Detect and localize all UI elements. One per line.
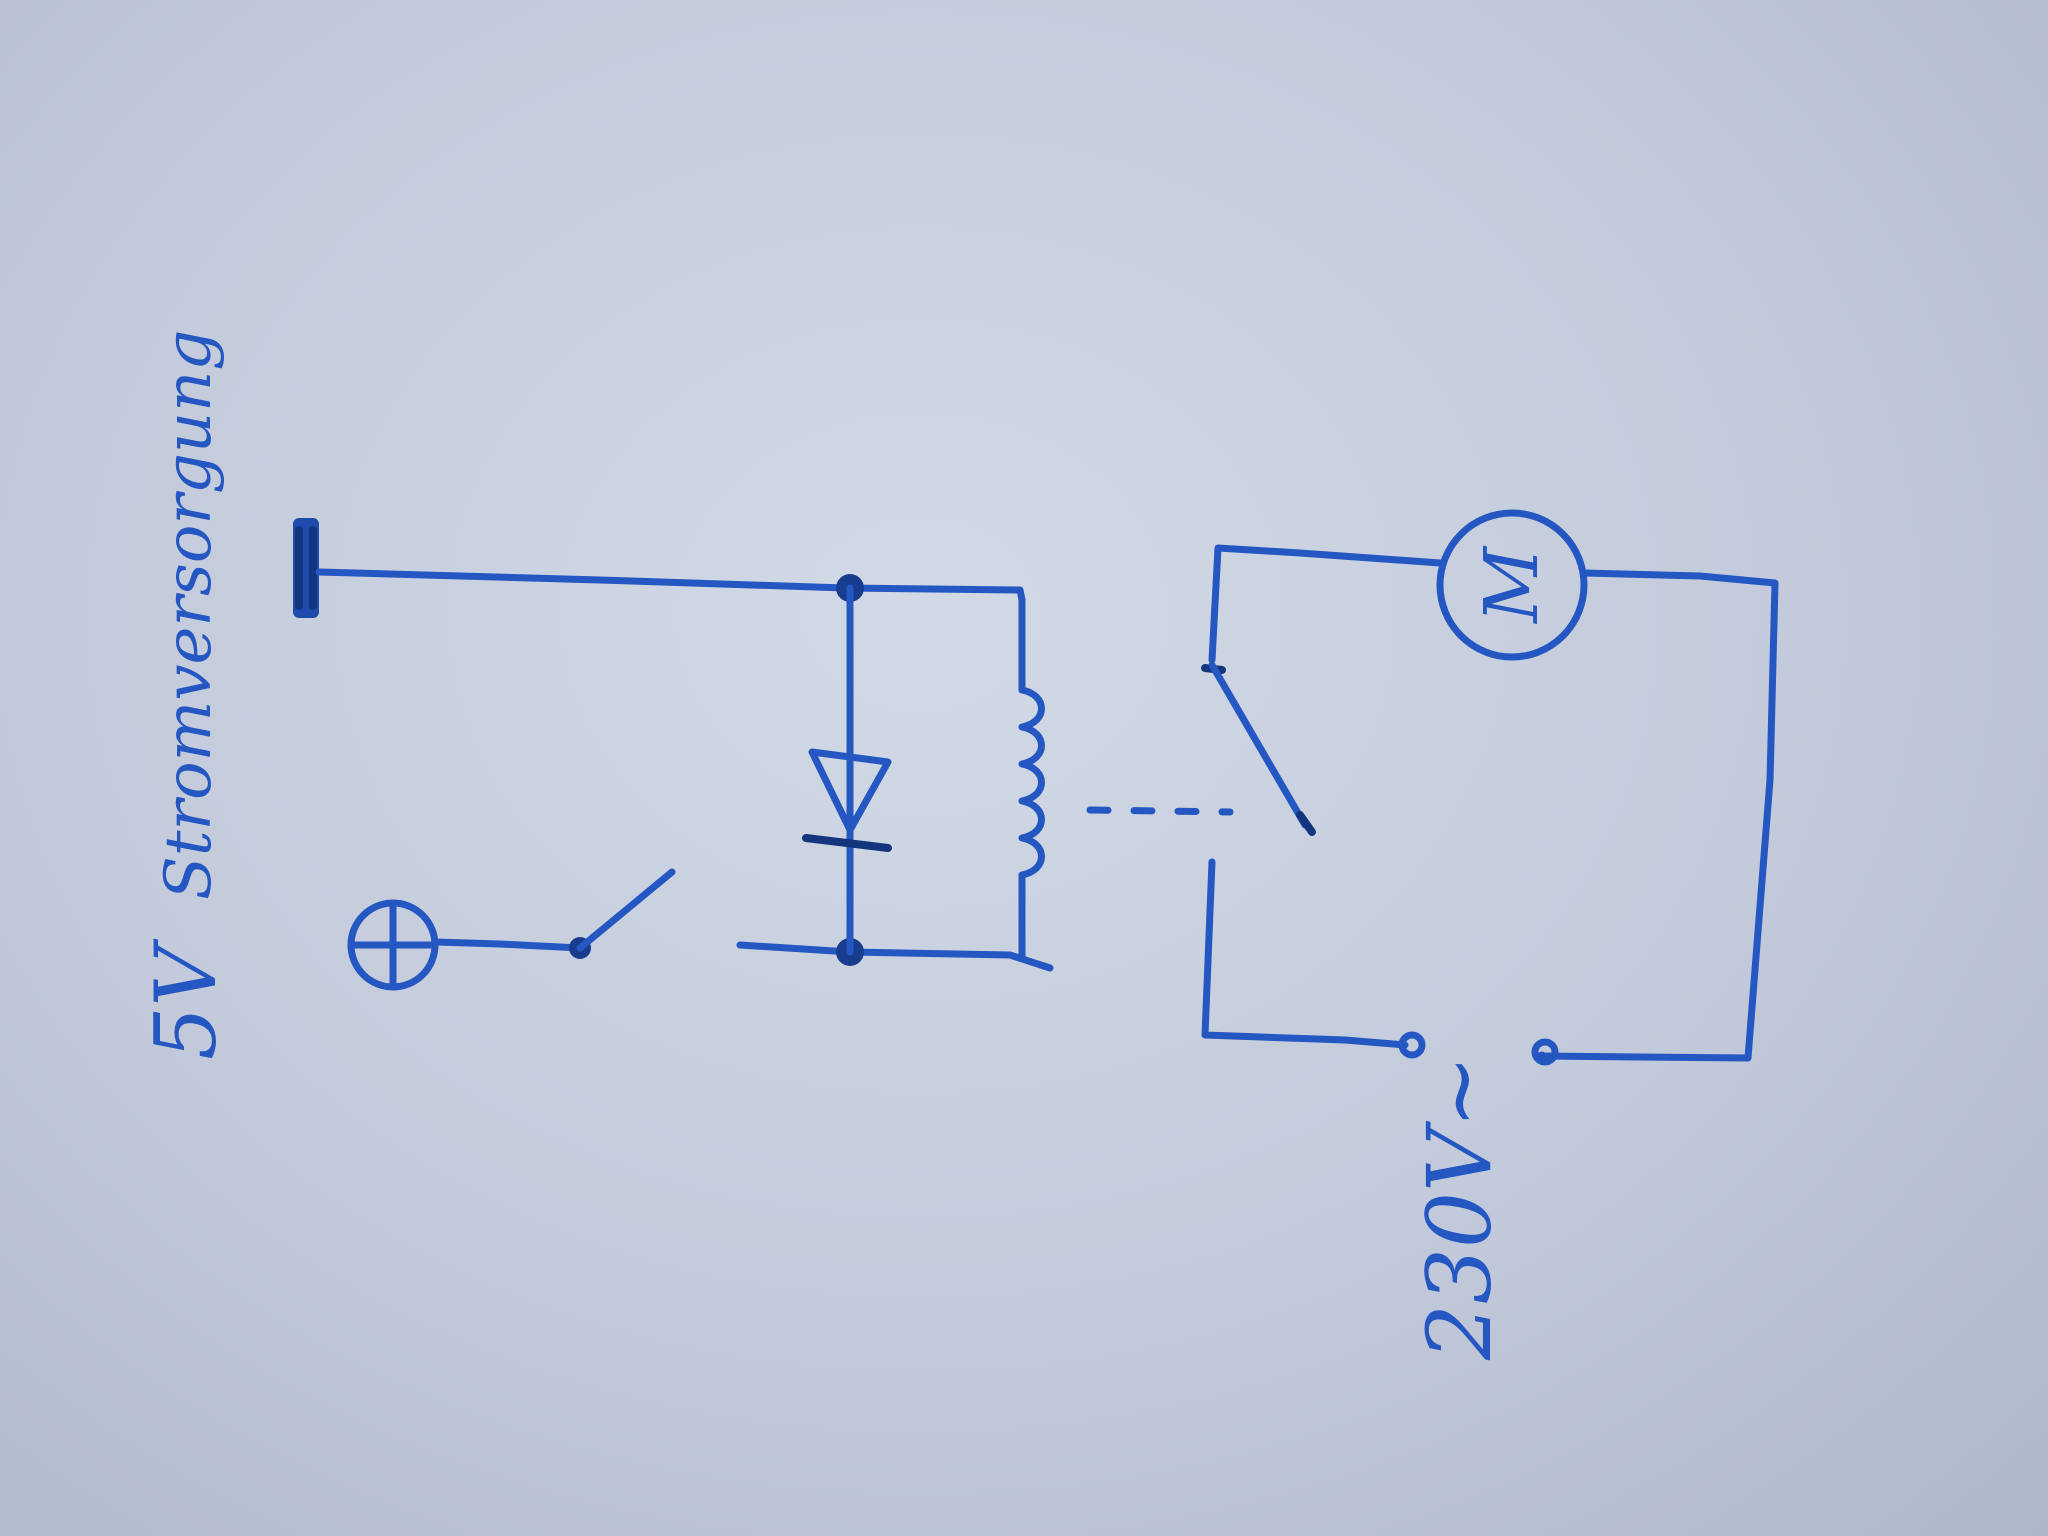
wire-motor-relay — [1208, 544, 1444, 664]
coil-icon — [1018, 596, 1045, 959]
diode-icon — [802, 748, 892, 852]
wire-relay-terminal — [1201, 858, 1409, 1049]
wire-top-coil — [315, 568, 1026, 604]
wire-motor-return — [1536, 569, 1779, 1062]
ground-bar-icon — [293, 518, 319, 618]
motor-icon: M — [1436, 509, 1588, 661]
supply-low-label: 5V — [137, 939, 235, 1060]
supply-low-note: Stromversorgung — [152, 330, 226, 900]
wire-plus-switch — [431, 938, 584, 952]
circle-plus-icon — [347, 899, 439, 991]
terminal-icon — [1398, 1031, 1426, 1059]
terminal-icon — [1531, 1038, 1559, 1066]
supply-high-label: 230V~ — [1408, 1055, 1511, 1361]
label-supply-low-group: 5V Stromversorgung — [137, 330, 235, 1060]
relay-linkage — [1086, 806, 1234, 816]
wire-bottom-coil — [736, 941, 1054, 972]
switch-icon — [569, 868, 676, 959]
motor-label: M — [1469, 545, 1555, 625]
switch-icon — [1201, 661, 1316, 836]
